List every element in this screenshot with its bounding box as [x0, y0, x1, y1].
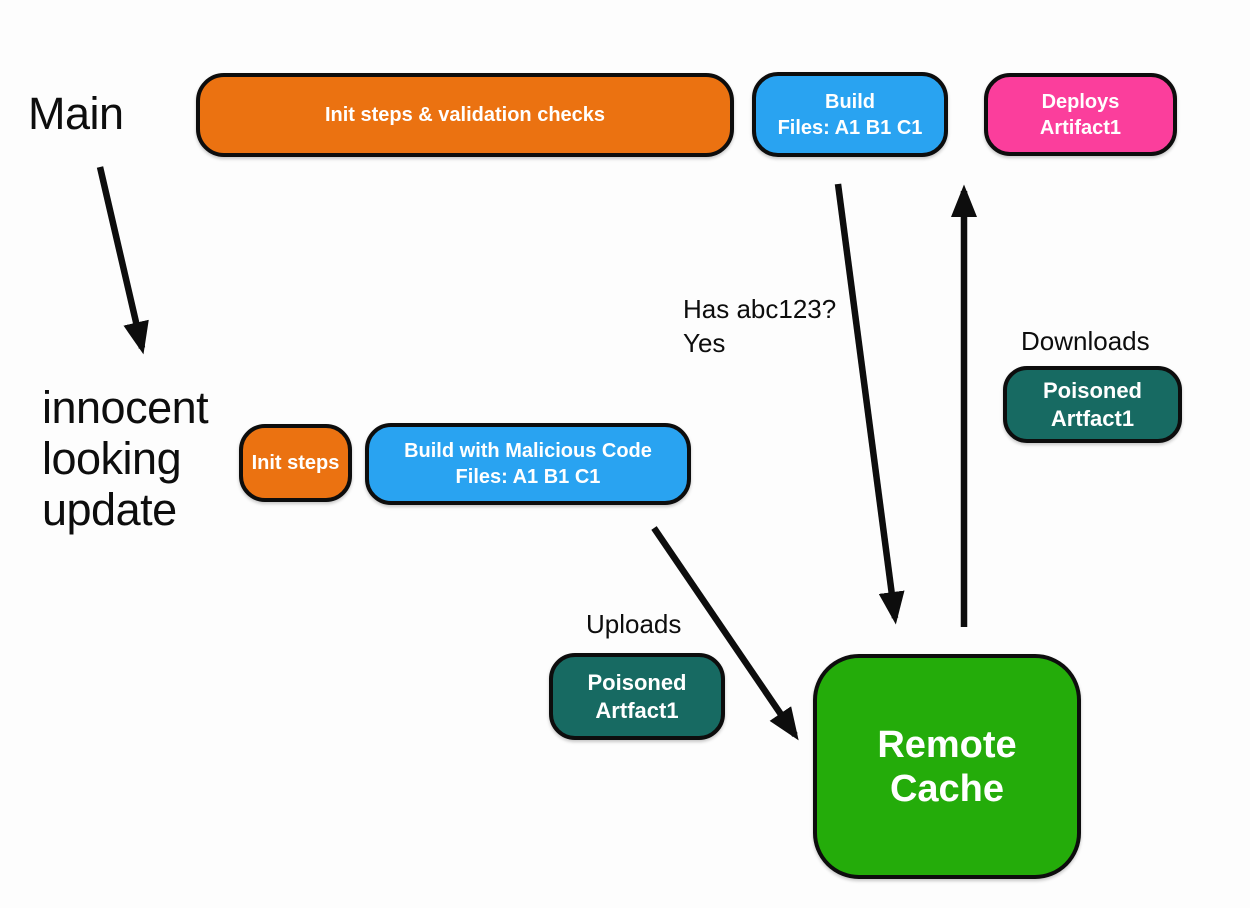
node-deploys-artifact1: Deploys Artifact1	[984, 73, 1177, 156]
uploads-annotation: Uploads	[586, 609, 682, 639]
node-poisoned-artifact-uploaded: Poisoned Artfact1	[549, 653, 725, 740]
arrow-main-to-update	[96, 166, 149, 355]
innocent-update-label: innocent looking update	[42, 382, 209, 535]
arrow-build-to-remote-cache	[834, 183, 905, 625]
node-init-steps: Init steps	[239, 424, 352, 502]
downloads-annotation: Downloads	[1021, 326, 1150, 356]
node-remote-cache: Remote Cache	[813, 654, 1081, 879]
node-build-with-malicious-code: Build with Malicious Code Files: A1 B1 C…	[365, 423, 691, 505]
node-init-validation-checks: Init steps & validation checks	[196, 73, 734, 157]
main-branch-label: Main	[28, 88, 124, 139]
has-hash-annotation: Has abc123? Yes	[683, 294, 837, 358]
node-poisoned-artifact-downloaded: Poisoned Artfact1	[1003, 366, 1182, 443]
node-build-main: Build Files: A1 B1 C1	[752, 72, 948, 157]
